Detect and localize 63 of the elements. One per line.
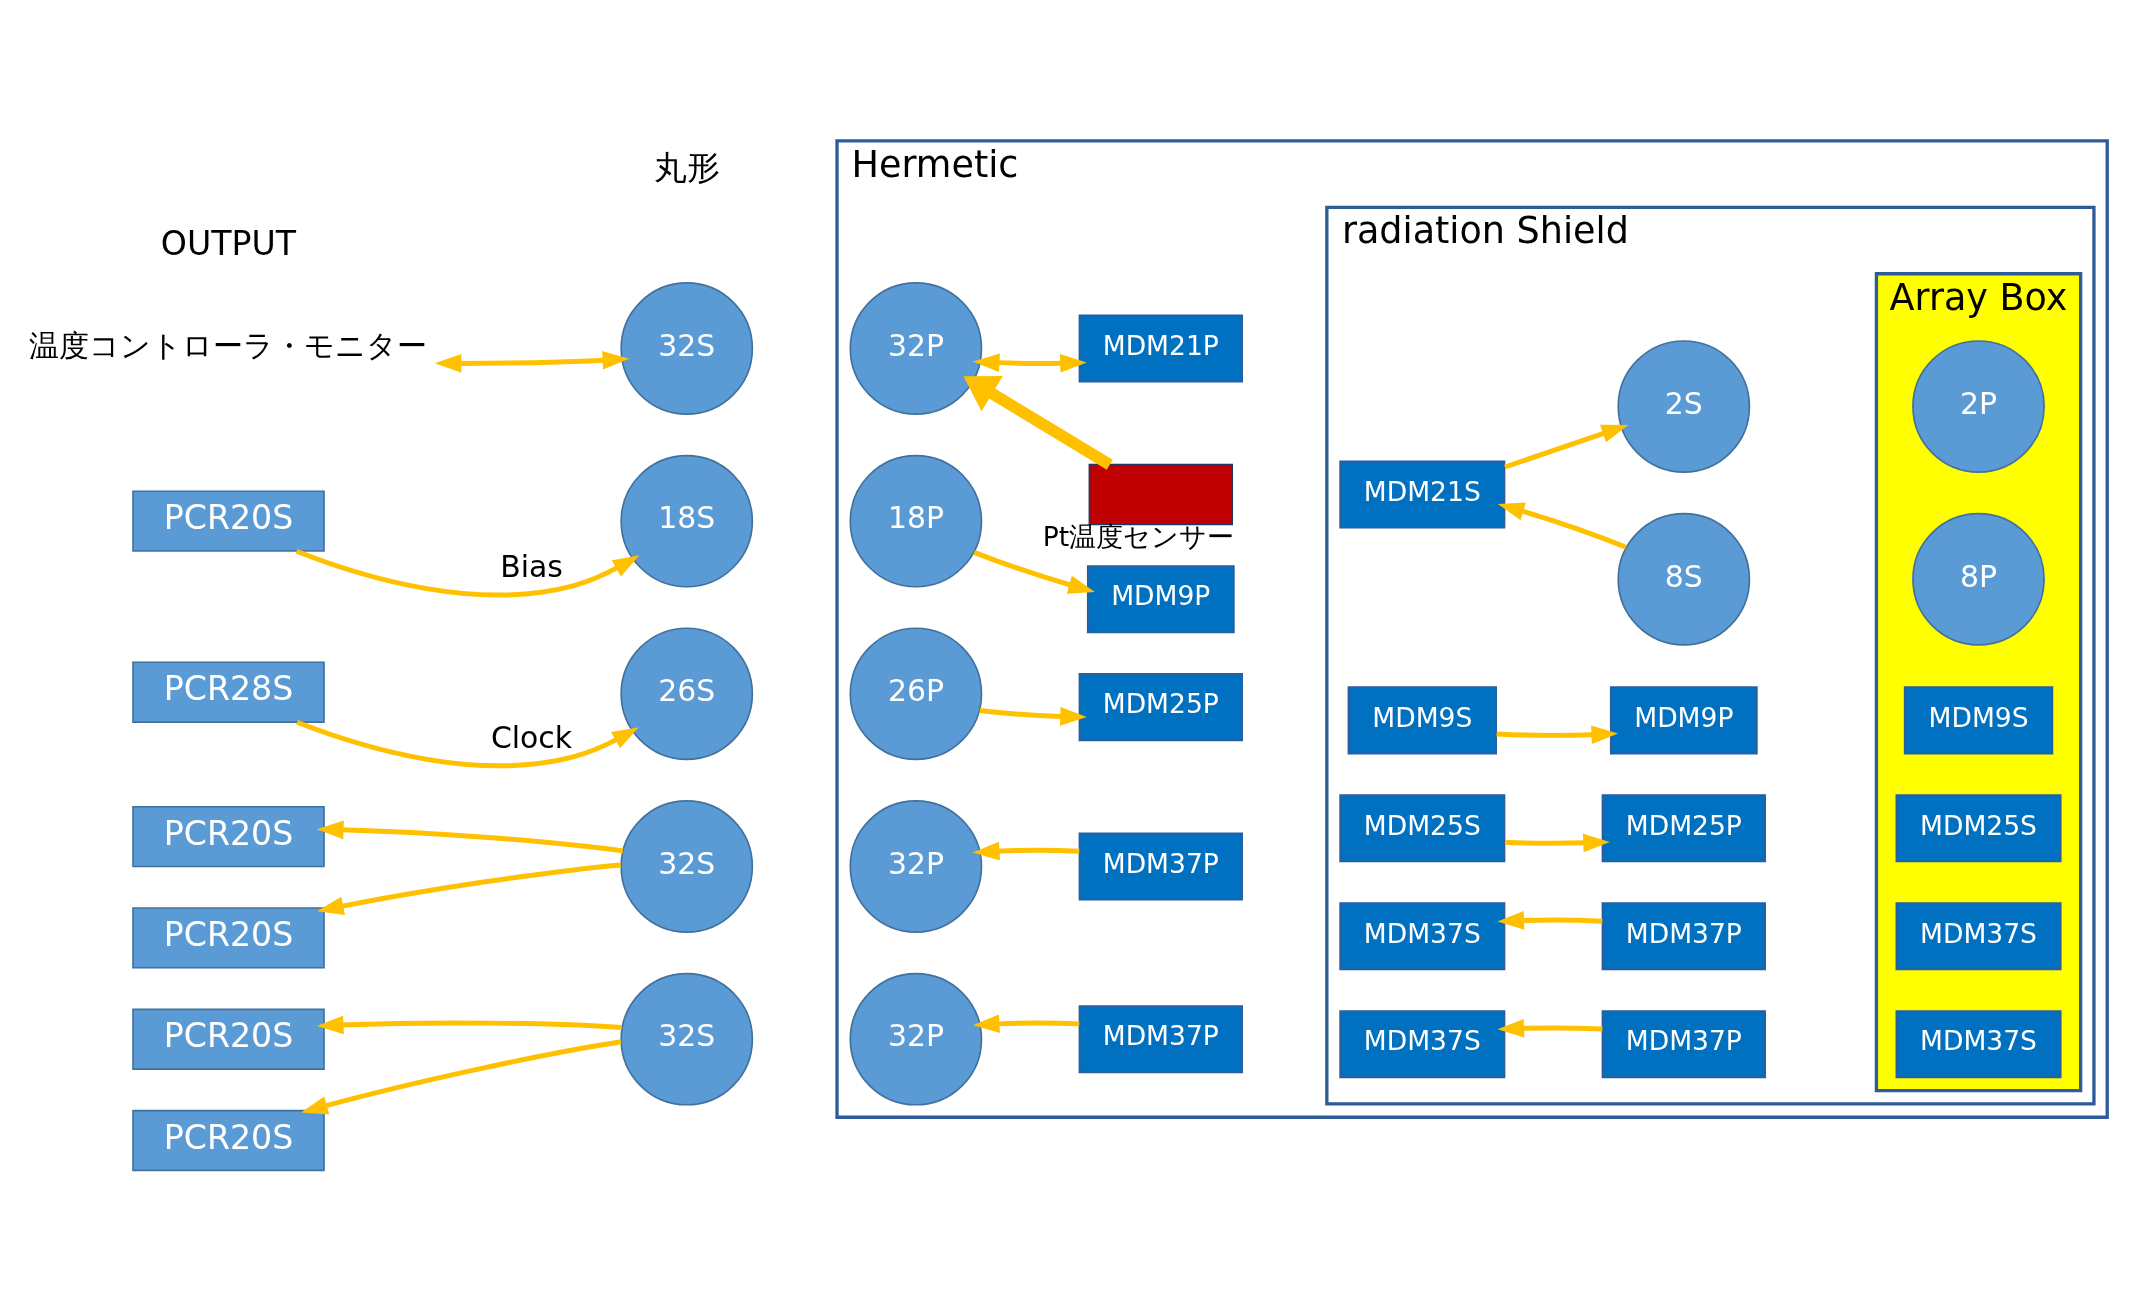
node-circle: 26S <box>620 627 754 761</box>
node-circle: 32P <box>849 800 983 933</box>
node-box: MDM21P <box>1078 314 1243 383</box>
node-box: PCR28S <box>132 661 325 723</box>
node-circle: 32S <box>620 800 754 933</box>
arrow <box>296 719 639 769</box>
arrow <box>1504 833 1610 853</box>
node-box: MDM25S <box>1339 794 1506 863</box>
node-box: MDM25P <box>1601 794 1766 863</box>
arrow <box>316 820 624 854</box>
node-box: PCR20S <box>132 1109 325 1172</box>
edge-label: Clock <box>490 719 573 755</box>
node-box: PCR20S <box>132 490 325 552</box>
label: OUTPUT <box>160 224 297 264</box>
arrow <box>1497 502 1627 550</box>
node-circle: 2S <box>1617 340 1751 473</box>
arrow <box>972 841 1080 861</box>
node-box: MDM37S <box>1339 902 1506 971</box>
arrow <box>1504 424 1629 470</box>
node-label: Pt温度センサー <box>1042 520 1235 552</box>
node-circle: 8S <box>1617 512 1751 646</box>
node-box: MDM9S <box>1903 686 2054 755</box>
node-box: MDM37P <box>1078 832 1243 901</box>
arrow <box>295 548 640 598</box>
label: 丸形 <box>653 148 720 188</box>
node-box: MDM9P <box>1086 565 1235 634</box>
node-circle: 18S <box>620 454 754 588</box>
arrow <box>972 353 1087 373</box>
node-box: MDM37S <box>1895 1010 2062 1079</box>
node-box: MDM37S <box>1895 902 2062 971</box>
node-circle: 2P <box>1912 340 2045 473</box>
arrow <box>973 550 1095 594</box>
node-box: PCR20S <box>132 907 325 969</box>
arrow <box>979 707 1087 726</box>
node-circle: 26P <box>849 627 983 761</box>
arrow <box>316 1015 622 1035</box>
node-box: MDM25S <box>1895 794 2062 863</box>
node-circle: 32P <box>849 972 983 1106</box>
edge-label: Bias <box>500 548 563 584</box>
arrow <box>963 376 1113 470</box>
node-text: 温度コントローラ・モニター <box>29 327 428 363</box>
arrow <box>434 351 630 373</box>
node-box: MDM37P <box>1078 1005 1243 1074</box>
node-circle: 18P <box>849 454 983 588</box>
node-circle: 8P <box>1912 512 2045 646</box>
node-circle: 32S <box>620 972 754 1106</box>
arrow <box>301 1039 622 1115</box>
node-box: PCR20S <box>132 805 325 868</box>
node-box: MDM37P <box>1601 1010 1766 1079</box>
node-box: MDM9S <box>1347 686 1498 755</box>
node-box: MDM37S <box>1339 1010 1506 1079</box>
arrow <box>1496 725 1619 745</box>
node-box: MDM37P <box>1601 902 1766 971</box>
arrow <box>1497 1019 1603 1038</box>
arrow <box>317 862 622 916</box>
node-box: MDM25P <box>1078 673 1243 742</box>
node-circle: 32S <box>620 282 754 415</box>
node-box: MDM21S <box>1339 460 1506 529</box>
arrow <box>972 1014 1080 1034</box>
node-box: PCR20S <box>132 1008 325 1070</box>
arrow <box>1497 911 1603 930</box>
node-circle: 32P <box>849 282 983 415</box>
node-box: MDM9P <box>1609 686 1758 755</box>
